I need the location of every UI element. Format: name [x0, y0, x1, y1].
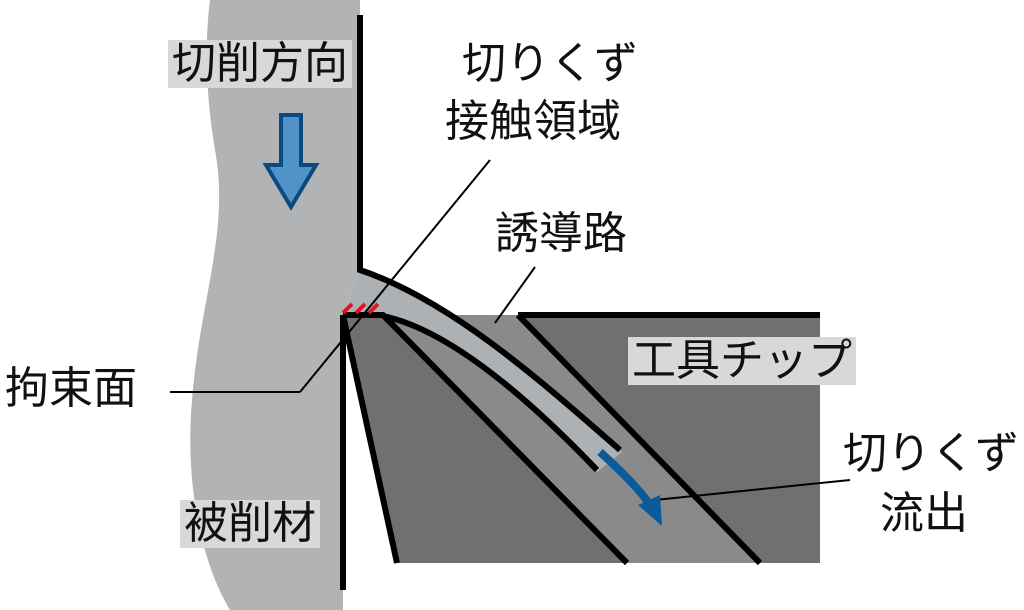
label-cutting-direction: 切削方向	[168, 39, 352, 89]
leader-guide	[494, 266, 536, 324]
workpiece	[190, 0, 360, 610]
cutting-direction-arrow-icon	[262, 113, 320, 211]
leader-contact	[299, 159, 491, 393]
leader-flow	[654, 479, 851, 501]
label-chip-contact-1: 切りくず	[462, 38, 638, 89]
restraint-hatch-marks	[341, 302, 380, 315]
label-guide-path: 誘導路	[495, 208, 627, 259]
label-workpiece: 被削材	[180, 499, 320, 549]
label-tool-tip: 工具チップ	[628, 336, 856, 386]
label-restraint-surface: 拘束面	[5, 363, 137, 414]
label-chip-flow-2: 流出	[880, 488, 968, 539]
chip-flow-arrow-icon	[597, 449, 654, 508]
label-chip-flow-1: 切りくず	[843, 428, 1019, 479]
label-chip-contact-2: 接触領域	[445, 96, 621, 147]
